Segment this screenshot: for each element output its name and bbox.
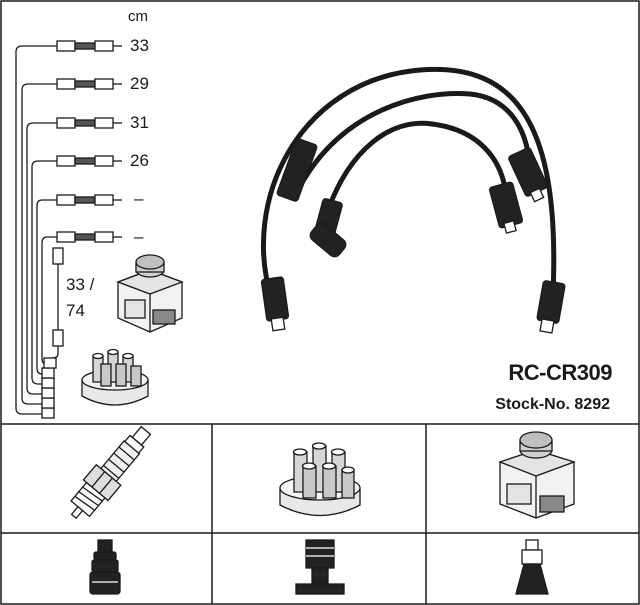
cable-photo [261,66,557,301]
cable-length-6: – [134,227,144,246]
cable-length-4: 26 [130,151,149,170]
ignition-coil-icon [498,431,577,519]
coil-lead-range-bottom: 74 [66,301,85,320]
boot-left-middle [276,138,318,202]
coil-boot-icon [515,539,549,595]
boot-right-outer [536,280,566,334]
ignition-coil-small [116,254,184,333]
cable-1 [15,40,122,415]
spark-plug-icon [70,425,152,520]
model-number: RC-CR309 [508,360,612,385]
plug-boot-icon [89,539,121,595]
cable-length-3: 31 [130,113,149,132]
boot-right-inner [488,181,524,234]
cable-4 [31,155,122,385]
coil-lead [51,247,64,359]
stock-number: Stock-No. 8292 [495,396,610,413]
cable-2 [21,78,122,405]
cable-length-5: – [134,189,144,208]
boot-left-inner [309,198,347,258]
unit-label: cm [128,8,148,25]
cable-set-schematic [15,40,122,419]
cable-length-1: 33 [130,36,149,55]
boot-right-middle [508,147,548,203]
cable-5 [36,194,122,375]
cable-3 [26,117,122,395]
cable-length-2: 29 [130,74,149,93]
boot-left-outer [260,276,290,332]
cable-photo-boots [260,138,566,334]
distributor-cap-small [81,348,149,406]
coil-lead-range-top: 33 / [66,275,95,294]
distributor-connector-icon [295,539,345,595]
distributor-cap-icon [279,442,361,517]
cable-terminals [41,357,57,419]
